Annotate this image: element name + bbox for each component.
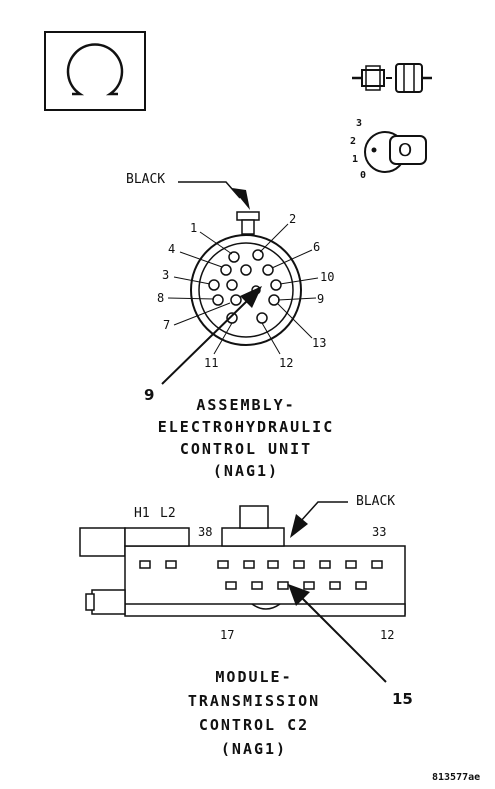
pin-label-6: 6 xyxy=(313,240,321,254)
key-position-2: 2 xyxy=(350,136,357,147)
connector2-title-line3: CONTROL C2 xyxy=(198,716,310,734)
callout-15: 15 xyxy=(392,690,413,708)
connector1-title-line4: (NAG1) xyxy=(212,462,280,480)
ignition-key-icon xyxy=(364,131,427,173)
pin-label-7: 7 xyxy=(163,318,171,332)
pin-label-3: 3 xyxy=(162,268,170,282)
callout-9: 9 xyxy=(144,386,155,404)
pin-label-1: 1 xyxy=(190,221,198,235)
pin-label-8: 8 xyxy=(157,291,165,305)
pin-label-11: 11 xyxy=(204,356,219,370)
omega-icon xyxy=(44,31,146,111)
connector1-title-line3: CONTROL UNIT xyxy=(179,440,313,458)
pin-label-10: 10 xyxy=(320,270,335,284)
cavity-label-17: 17 xyxy=(220,628,235,642)
figure-code: 813577ae xyxy=(432,772,481,783)
connector2-title-line1: MODULE- xyxy=(215,668,293,686)
pin-label-13: 13 xyxy=(312,336,327,350)
cavity-label-h1: H1 xyxy=(134,506,150,521)
cavity-label-33: 33 xyxy=(372,525,387,539)
connector2-title-line2: TRANSMISSION xyxy=(187,692,321,710)
pin-label-2: 2 xyxy=(289,212,297,226)
connector2-title-line4: (NAG1) xyxy=(220,740,288,758)
wire-color-label-2: BLACK xyxy=(356,494,396,509)
key-position-0: 0 xyxy=(360,170,367,181)
connector1-title-line2: ELECTROHYDRAULIC xyxy=(157,418,335,436)
key-position-1: 1 xyxy=(352,154,359,165)
pin-label-12: 12 xyxy=(279,356,294,370)
wire-color-label-1: BLACK xyxy=(126,172,166,187)
connector1-title-line1: ASSEMBLY- xyxy=(196,396,296,414)
cavity-label-38: 38 xyxy=(198,525,213,539)
round-connector xyxy=(161,181,319,385)
key-letter: O xyxy=(398,140,413,161)
key-position-3: 3 xyxy=(356,118,363,129)
rectangular-connector xyxy=(79,501,406,683)
pin-label-9: 9 xyxy=(317,292,325,306)
pin-label-4: 4 xyxy=(168,242,176,256)
cavity-label-l2: L2 xyxy=(160,506,176,521)
connector-plug-icon xyxy=(352,63,432,93)
cavity-label-12: 12 xyxy=(380,628,395,642)
